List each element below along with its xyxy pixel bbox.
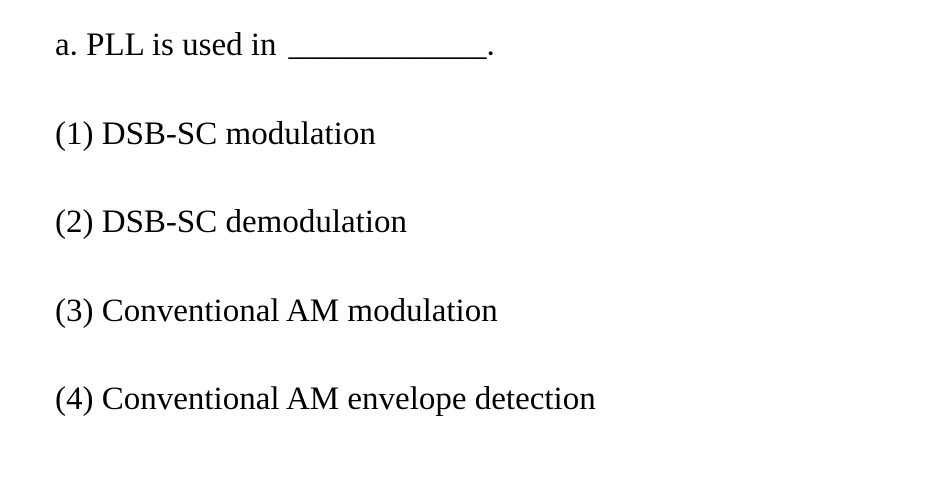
option-number: (4) (55, 381, 94, 417)
option-item-3: (3)Conventional AM modulation (55, 292, 498, 332)
question-text: a. PLL is used in (55, 27, 277, 63)
option-number: (1) (55, 116, 94, 152)
option-label: Conventional AM envelope detection (101, 381, 596, 417)
question-line: a. PLL is used in ____________. (55, 26, 495, 66)
question-period: . (486, 27, 495, 63)
option-number: (2) (55, 204, 94, 240)
option-item-4: (4)Conventional AM envelope detection (55, 380, 596, 420)
fill-in-blank: ____________ (288, 27, 487, 63)
option-item-2: (2)DSB-SC demodulation (55, 203, 407, 243)
option-label: Conventional AM modulation (101, 293, 498, 329)
option-label: DSB-SC demodulation (101, 204, 408, 240)
option-item-1: (1)DSB-SC modulation (55, 115, 376, 155)
option-number: (3) (55, 293, 94, 329)
option-label: DSB-SC modulation (101, 116, 376, 152)
